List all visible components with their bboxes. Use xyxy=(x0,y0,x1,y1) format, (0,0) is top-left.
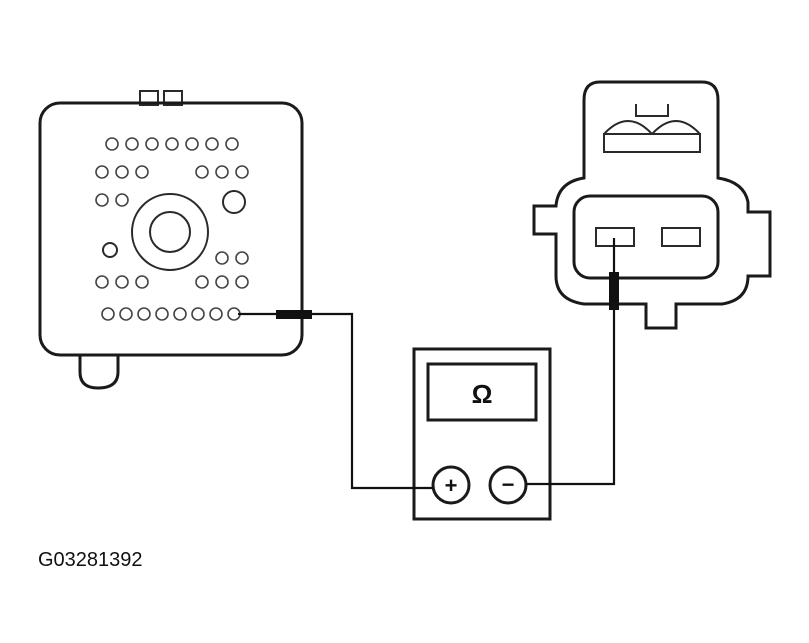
pin-cavity xyxy=(95,165,109,179)
negative-probe-tip xyxy=(609,272,619,310)
center-boss-outer xyxy=(131,193,209,271)
sensor-connector-body xyxy=(532,80,772,330)
pin-cavity xyxy=(105,137,119,151)
connector-tab-right xyxy=(163,90,183,106)
pin-cavity xyxy=(195,165,209,179)
module-body xyxy=(38,101,304,357)
center-boss-inner xyxy=(149,211,191,253)
meter-body xyxy=(412,347,552,521)
pin-cavity xyxy=(145,137,159,151)
large-pin-cavity-left xyxy=(102,242,118,258)
pin-cavity xyxy=(95,275,109,289)
pin-cavity xyxy=(195,275,209,289)
lock-tab xyxy=(635,104,669,117)
negative-symbol: − xyxy=(502,472,515,497)
connector-tab-left xyxy=(139,90,159,106)
pin-cavity xyxy=(215,251,229,265)
pin-cavity xyxy=(115,165,129,179)
test-leads xyxy=(238,238,619,490)
module-latch xyxy=(78,356,120,390)
pin-cavity xyxy=(135,165,149,179)
pin-cavity xyxy=(173,307,187,321)
pin-cavity-array xyxy=(95,137,249,321)
figure-id-label: G03281392 xyxy=(38,549,143,571)
pin-cavity xyxy=(125,137,139,151)
pin-cavity xyxy=(119,307,133,321)
lock-arch-left xyxy=(603,120,653,135)
positive-terminal xyxy=(431,465,471,505)
pin-cavity xyxy=(215,275,229,289)
ohm-symbol: Ω xyxy=(472,379,493,409)
positive-probe-tip xyxy=(276,310,312,319)
pin-cavity xyxy=(205,137,219,151)
module-connector xyxy=(38,90,304,390)
large-pin-cavity xyxy=(222,190,246,214)
ohmmeter: Ω + − xyxy=(412,347,552,521)
pin-cavity xyxy=(137,307,151,321)
pin-cavity xyxy=(115,275,129,289)
positive-symbol: + xyxy=(445,473,458,498)
pin-cavity xyxy=(101,307,115,321)
pin-cavity xyxy=(165,137,179,151)
pin-cavity xyxy=(209,307,223,321)
terminal-window xyxy=(572,194,720,280)
pin-cavity xyxy=(155,307,169,321)
pin-cavity xyxy=(225,137,239,151)
pin-cavity xyxy=(191,307,205,321)
lock-arch-right xyxy=(651,120,701,135)
terminal-2 xyxy=(661,227,701,247)
pin-cavity xyxy=(235,251,249,265)
pin-cavity xyxy=(215,165,229,179)
lock-bar xyxy=(603,133,701,153)
pin-cavity xyxy=(235,165,249,179)
sensor-connector xyxy=(532,80,772,330)
positive-lead-wire xyxy=(238,312,433,490)
pin-cavity xyxy=(185,137,199,151)
pin-cavity xyxy=(95,193,109,207)
pin-cavity xyxy=(135,275,149,289)
pin-cavity xyxy=(235,275,249,289)
negative-lead-wire xyxy=(526,238,616,486)
pin-cavity xyxy=(115,193,129,207)
meter-display xyxy=(426,362,538,422)
